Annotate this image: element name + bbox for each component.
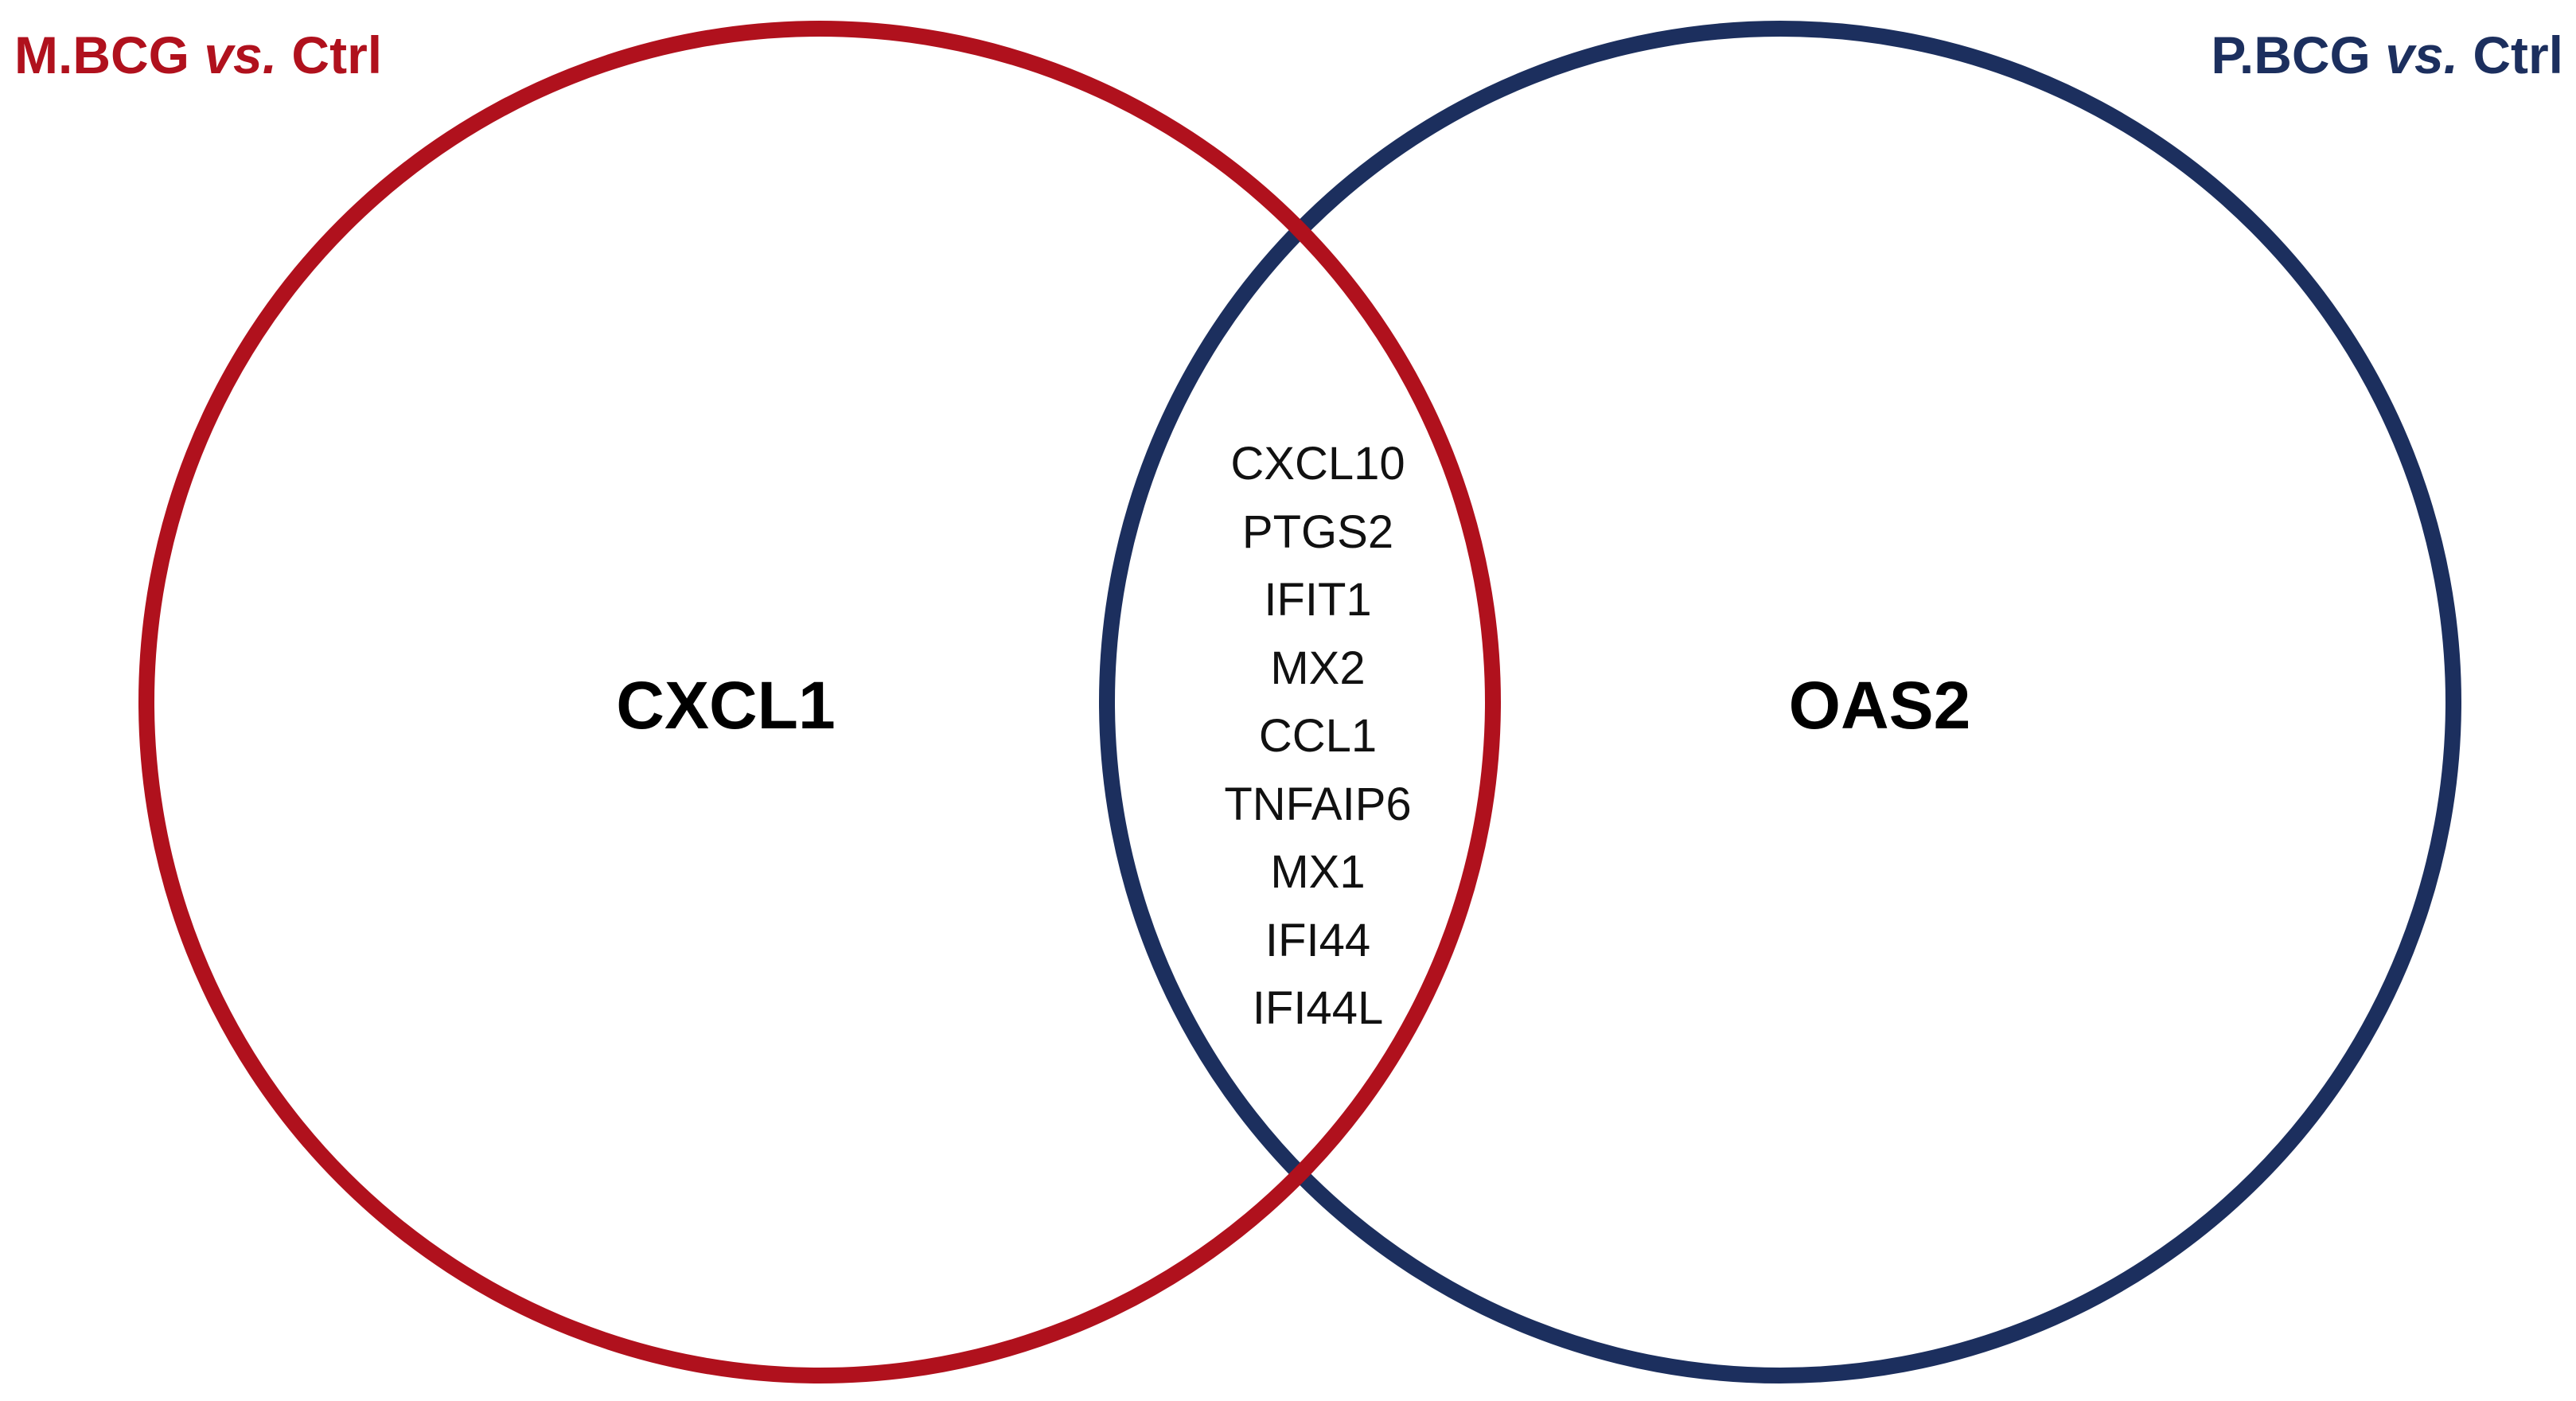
left-set-name: M.BCG: [14, 25, 189, 84]
intersection-gene: MX2: [1270, 642, 1366, 694]
right-set-title: P.BCG vs. Ctrl: [2211, 29, 2563, 81]
right-set-circle: [1099, 21, 2461, 1383]
intersection-gene: PTGS2: [1241, 505, 1394, 558]
left-set-title: M.BCG vs. Ctrl: [14, 29, 382, 81]
right-set-control: Ctrl: [2473, 25, 2563, 84]
left-only-gene: CXCL1: [616, 668, 836, 743]
intersection-gene: CCL1: [1258, 710, 1378, 762]
intersection-gene: MX1: [1270, 846, 1366, 898]
intersection-gene: TNFAIP6: [1224, 778, 1412, 830]
intersection-gene: IFIT1: [1264, 574, 1372, 626]
left-set-circle: [138, 21, 1501, 1383]
right-set-vs: vs.: [2385, 25, 2458, 84]
intersection-gene: IFI44L: [1252, 982, 1384, 1034]
left-set-vs: vs.: [204, 25, 278, 84]
left-set-control: Ctrl: [291, 25, 383, 84]
intersection-gene: CXCL10: [1230, 438, 1405, 490]
right-set-name: P.BCG: [2211, 25, 2371, 84]
intersection-gene: IFI44: [1265, 914, 1371, 966]
right-only-gene: OAS2: [1788, 668, 1971, 743]
